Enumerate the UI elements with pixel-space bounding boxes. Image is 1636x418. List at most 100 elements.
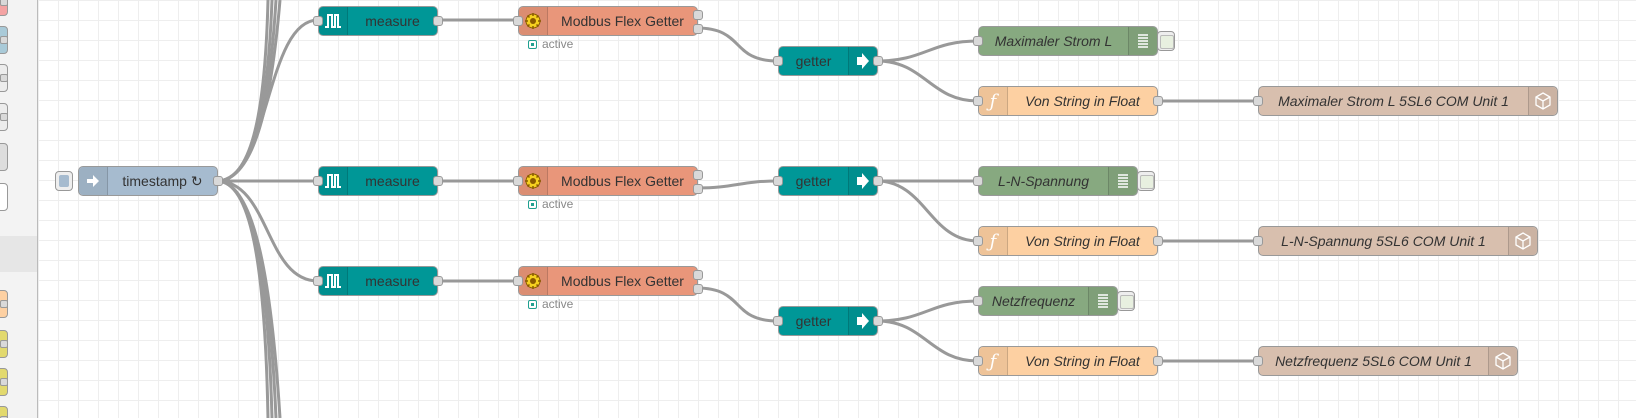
output-port[interactable] [1153,96,1163,106]
wire [216,0,274,183]
palette-node[interactable] [0,26,8,54]
palette-category-header[interactable] [0,236,37,272]
node-label: Modbus Flex Getter [561,273,684,289]
debug-toggle-button[interactable] [1157,31,1175,51]
status-text: active [542,37,574,51]
palette-node[interactable] [0,290,8,318]
input-port[interactable] [313,16,323,26]
node-label: Von String in Float [1025,233,1140,249]
inject-node-timestamp[interactable]: timestamp ↻ [78,166,223,196]
input-port[interactable] [973,356,983,366]
function-node-2[interactable]: ƒ Von String in Float [973,226,1163,256]
debug-list-icon [1088,287,1117,315]
input-port[interactable] [313,176,323,186]
getter-node-2[interactable]: getter [773,166,883,196]
node-status: active [528,197,573,211]
node-palette [0,0,38,418]
dashboard-node-1[interactable]: Maximaler Strom L 5SL6 COM Unit 1 [1253,86,1558,116]
wire [876,319,979,363]
palette-node[interactable] [0,103,8,131]
input-port[interactable] [313,276,323,286]
input-port[interactable] [773,56,783,66]
getter-node-1[interactable]: getter [773,46,883,76]
debug-toggle-button[interactable] [1137,171,1155,191]
input-port[interactable] [513,176,523,186]
output-port[interactable] [213,176,223,186]
function-icon: ƒ [979,347,1008,375]
node-status: active [528,297,573,311]
debug-node-1[interactable]: Maximaler Strom L [973,26,1158,56]
input-port[interactable] [773,176,783,186]
palette-node[interactable] [0,183,8,211]
output-port[interactable] [873,56,883,66]
function-node-1[interactable]: ƒ Von String in Float [973,86,1163,116]
node-label: Modbus Flex Getter [561,13,684,29]
debug-node-2[interactable]: L-N-Spannung [973,166,1138,196]
input-port[interactable] [973,236,983,246]
modbus-gear-icon [519,7,548,35]
node-label: measure [365,273,420,289]
palette-node[interactable] [0,143,8,171]
input-port[interactable] [973,176,983,186]
output-port[interactable] [433,276,443,286]
debug-node-3[interactable]: Netzfrequenz [973,286,1118,316]
wire [216,18,319,183]
input-port[interactable] [973,36,983,46]
input-port[interactable] [973,296,983,306]
wire [876,59,979,103]
dashboard-node-3[interactable]: Netzfrequenz 5SL6 COM Unit 1 [1253,346,1518,376]
pulse-icon [319,267,348,295]
node-label: measure [365,13,420,29]
arrow-right-icon [848,47,877,75]
node-label: Maximaler Strom L 5SL6 COM Unit 1 [1278,93,1509,109]
function-node-3[interactable]: ƒ Von String in Float [973,346,1163,376]
status-text: active [542,197,574,211]
modbus-flex-getter-node-1[interactable]: Modbus Flex Getter [513,6,703,36]
getter-node-3[interactable]: getter [773,306,883,336]
output-port-2[interactable] [693,284,703,294]
palette-node[interactable] [0,0,8,16]
palette-node[interactable] [0,64,8,92]
input-port[interactable] [1253,96,1263,106]
palette-node[interactable] [0,368,8,396]
input-port[interactable] [513,276,523,286]
output-port-2[interactable] [693,184,703,194]
status-text: active [542,297,574,311]
node-status: active [528,37,573,51]
output-port-1[interactable] [693,170,703,180]
output-port[interactable] [433,176,443,186]
measure-node-3[interactable]: measure [313,266,443,296]
node-label: Maximaler Strom L [994,33,1113,49]
wire [216,179,274,418]
inject-trigger-button[interactable] [55,171,73,191]
arrow-right-icon [848,167,877,195]
output-port-1[interactable] [693,10,703,20]
input-port[interactable] [1253,236,1263,246]
dashboard-node-2[interactable]: L-N-Spannung 5SL6 COM Unit 1 [1253,226,1538,256]
input-port[interactable] [973,96,983,106]
output-port-2[interactable] [693,24,703,34]
measure-node-2[interactable]: measure [313,166,443,196]
input-port[interactable] [1253,356,1263,366]
wire [876,299,979,323]
measure-node-1[interactable]: measure [313,6,443,36]
input-port[interactable] [513,16,523,26]
palette-node[interactable] [0,330,8,358]
input-port[interactable] [773,316,783,326]
pulse-icon [319,167,348,195]
output-port-1[interactable] [693,270,703,280]
debug-toggle-button[interactable] [1117,291,1135,311]
output-port[interactable] [1153,356,1163,366]
node-label: timestamp ↻ [122,172,203,189]
function-icon: ƒ [979,87,1008,115]
modbus-gear-icon [519,167,548,195]
output-port[interactable] [433,16,443,26]
modbus-flex-getter-node-2[interactable]: Modbus Flex Getter [513,166,703,196]
output-port[interactable] [873,316,883,326]
palette-node[interactable] [0,406,8,418]
modbus-flex-getter-node-3[interactable]: Modbus Flex Getter [513,266,703,296]
output-port[interactable] [1153,236,1163,246]
output-port[interactable] [873,176,883,186]
debug-list-icon [1128,27,1157,55]
modbus-gear-icon [519,267,548,295]
